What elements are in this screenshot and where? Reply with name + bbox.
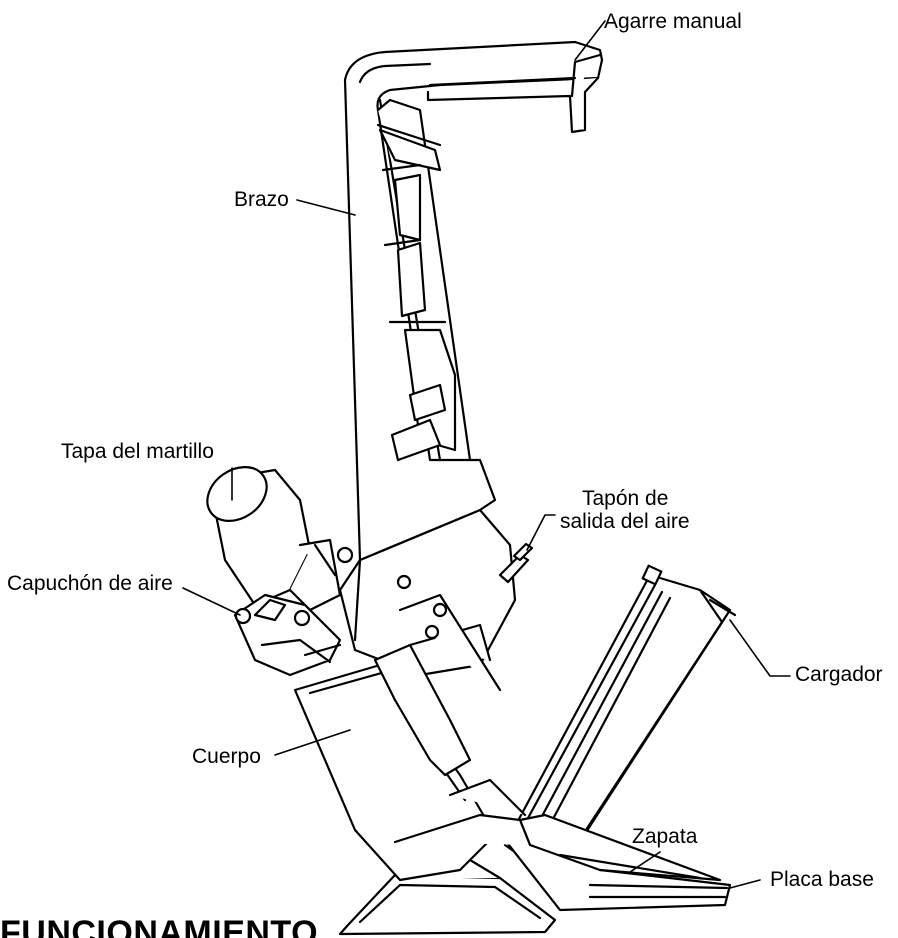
label-tapa-del-martillo: Tapa del martillo — [61, 440, 214, 463]
label-cargador: Cargador — [795, 663, 883, 686]
leader-placa — [729, 879, 761, 889]
leader-tapon — [526, 514, 556, 551]
leader-brazo — [296, 199, 356, 216]
magazine — [503, 564, 737, 887]
leader-lines — [182, 20, 791, 889]
label-cuerpo: Cuerpo — [192, 745, 261, 768]
section-heading: FUNCIONAMIENTO — [0, 914, 319, 938]
arm — [343, 40, 604, 562]
label-brazo: Brazo — [234, 188, 289, 211]
label-placa-base: Placa base — [770, 868, 874, 891]
label-capuchon-de-aire: Capuchón de aire — [7, 572, 173, 595]
handle-grip — [426, 53, 602, 134]
label-agarre-manual: Agarre manual — [604, 10, 742, 33]
leader-zapata — [629, 851, 661, 873]
hammer-cap — [206, 466, 354, 612]
leader-capuchon — [182, 587, 241, 616]
leader-cuerpo — [274, 729, 351, 756]
leader-cargador — [729, 619, 791, 677]
label-zapata: Zapata — [632, 825, 698, 848]
air-cap — [233, 593, 342, 677]
leader-agarre — [574, 20, 606, 61]
label-tapon-line1: Tapón de — [582, 487, 669, 510]
label-tapon-line2: salida del aire — [560, 510, 690, 533]
